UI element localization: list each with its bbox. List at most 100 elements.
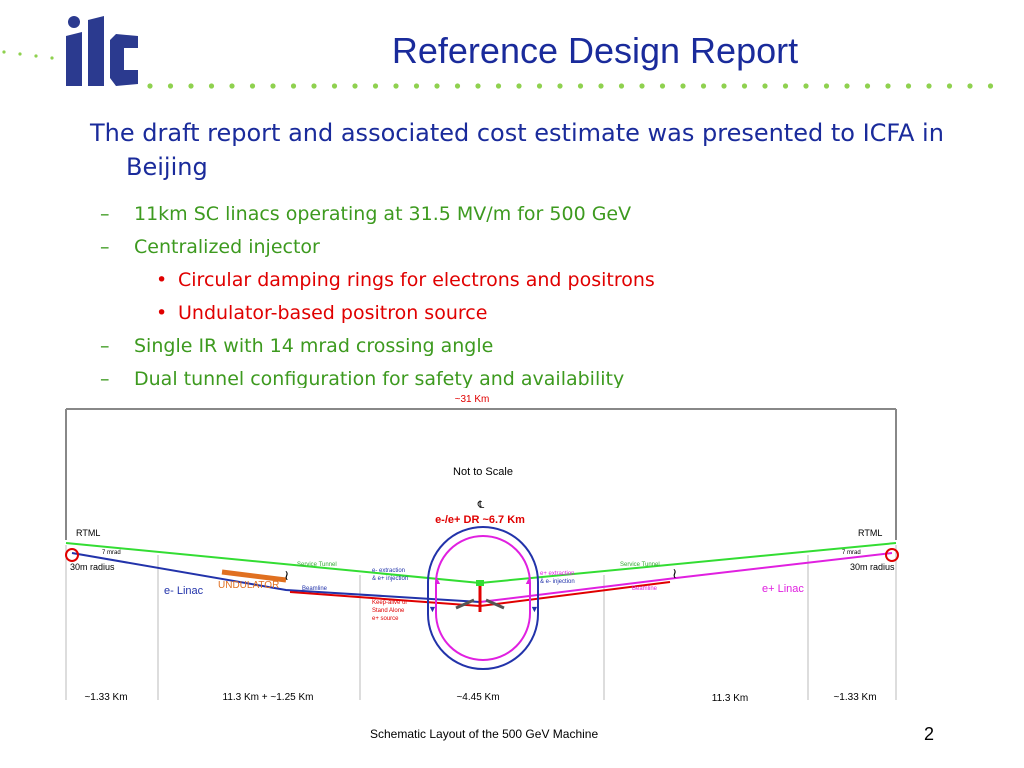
keep-alive-label-1: Keep-alive or	[372, 600, 407, 606]
e-plus-extraction-label-2: & e- injection	[540, 579, 575, 585]
decor-dot	[413, 83, 420, 89]
bullet-marker: –	[100, 368, 110, 390]
service-tunnel-left	[65, 542, 481, 584]
rtml-turnaround-left	[65, 548, 79, 562]
e-minus-beamline	[71, 552, 481, 603]
mrad-left-label: 7 mrad	[102, 550, 121, 556]
decor-dot	[167, 83, 174, 89]
damping-ring-label: e-/e+ DR ~6.7 Km	[435, 514, 525, 526]
decor-dot	[946, 83, 953, 89]
bullet-text: Dual tunnel configuration for safety and…	[134, 368, 625, 390]
decor-dot	[782, 83, 789, 89]
segment-label-1: ~1.33 Km	[84, 692, 127, 703]
beamline-left-label: Beamline	[302, 586, 328, 592]
arrow-down-left: ▼	[428, 604, 437, 614]
arrow-up-right: ▲	[524, 576, 533, 586]
beamline-right-label: Beamline	[632, 586, 658, 592]
service-tunnel-right-label: Service Tunnel	[620, 562, 660, 568]
bullet-damping-rings: • Circular damping rings for electrons an…	[156, 269, 655, 291]
decor-dot	[516, 83, 522, 89]
bullet-undulator: • Undulator-based positron source	[156, 302, 487, 324]
bullet-text: Undulator-based positron source	[178, 302, 488, 324]
decor-dot	[905, 83, 912, 89]
intro-paragraph: The draft report and associated cost est…	[90, 119, 944, 181]
rtml-right-label: RTML	[858, 528, 882, 538]
rtml-turnaround-right	[885, 548, 899, 562]
decor-dot	[885, 83, 891, 89]
decor-dot	[208, 83, 215, 89]
decor-dot	[393, 83, 399, 89]
total-length-label: ~31 Km	[455, 394, 490, 405]
ir-green-block	[476, 580, 484, 586]
electron-damping-ring	[427, 526, 539, 670]
decor-dot	[270, 83, 276, 89]
segment-label-4: 11.3 Km	[712, 693, 749, 704]
positron-damping-ring	[435, 535, 531, 661]
decor-dot	[577, 83, 584, 89]
decor-dot	[967, 83, 973, 89]
arrow-down-right: ▼	[530, 604, 539, 614]
decor-dot	[864, 83, 871, 89]
radius-right-label: 30m radius	[850, 562, 895, 572]
bullet-linacs: –11km SC linacs operating at 31.5 MV/m f…	[100, 203, 631, 225]
decor-dot	[249, 83, 256, 89]
decor-dot	[475, 83, 481, 89]
bullet-marker: –	[100, 236, 110, 258]
bullet-marker: •	[156, 269, 168, 291]
bullet-marker: •	[156, 302, 168, 324]
break-mark-left: ≀	[284, 567, 289, 583]
segment-label-3: ~4.45 Km	[456, 692, 499, 703]
decor-dot	[372, 83, 379, 89]
bullet-injector: – Centralized injector	[100, 236, 320, 258]
e-plus-beamline	[479, 552, 893, 603]
decor-dot	[680, 83, 686, 89]
dot-row-top-left	[2, 50, 54, 60]
bullet-marker: –	[100, 335, 110, 357]
decor-dot	[700, 83, 707, 89]
decor-dot	[352, 83, 358, 89]
decor-dot	[495, 83, 502, 89]
decor-dot	[803, 83, 809, 89]
bullet-text: Centralized injector	[134, 236, 320, 258]
centerline-symbol: ℄	[477, 500, 485, 511]
not-to-scale-label: Not to Scale	[453, 466, 513, 478]
undulator-bar	[221, 569, 287, 583]
rtml-left-label: RTML	[76, 528, 100, 538]
break-mark-right: ≀	[672, 565, 677, 581]
decor-dot	[618, 83, 625, 89]
mrad-right-label: 7 mrad	[842, 550, 861, 556]
detector-arm-left	[455, 598, 475, 610]
bullet-single-ir: –Single IR with 14 mrad crossing angle	[100, 335, 493, 357]
decor-dot	[762, 83, 768, 89]
undulator-label: UNDULATOR	[218, 580, 279, 591]
e-plus-linac-label: e+ Linac	[762, 583, 804, 595]
ilc-logo	[66, 16, 138, 86]
decor-dot	[741, 83, 748, 89]
radius-left-label: 30m radius	[70, 562, 115, 572]
decor-dot	[987, 83, 994, 89]
slide-title: Reference Design Report	[391, 30, 799, 71]
bullet-text: 11km SC linacs operating at 31.5 MV/m fo…	[134, 203, 632, 225]
e-minus-extraction-label-1: e- extraction	[372, 568, 405, 574]
keep-alive-label-3: e+ source	[372, 616, 399, 622]
decor-dot	[454, 83, 461, 89]
decor-dot	[331, 83, 338, 89]
arrow-up-left: ▲	[433, 576, 442, 586]
e-plus-extraction-label-1: e+ extraction	[540, 571, 575, 577]
decor-dot	[823, 83, 830, 89]
segment-label-2: 11.3 Km + ~1.25 Km	[223, 692, 314, 703]
decor-dot	[188, 83, 194, 89]
bullet-dual-tunnel: – Dual tunnel configuration for safety an…	[100, 368, 624, 390]
decor-dot	[434, 83, 440, 89]
decor-dot	[311, 83, 317, 89]
e-minus-injection-line	[289, 591, 481, 607]
decor-dot	[290, 83, 297, 89]
keep-alive-label-2: Stand Alone	[372, 608, 405, 614]
decor-dot	[639, 83, 645, 89]
decor-dot	[557, 83, 563, 89]
decor-dot	[659, 83, 666, 89]
service-tunnel-right	[479, 542, 897, 584]
service-tunnel-left-label: Service Tunnel	[297, 562, 337, 568]
bullet-text: Circular damping rings for electrons and…	[178, 269, 655, 291]
decor-dot	[721, 83, 727, 89]
